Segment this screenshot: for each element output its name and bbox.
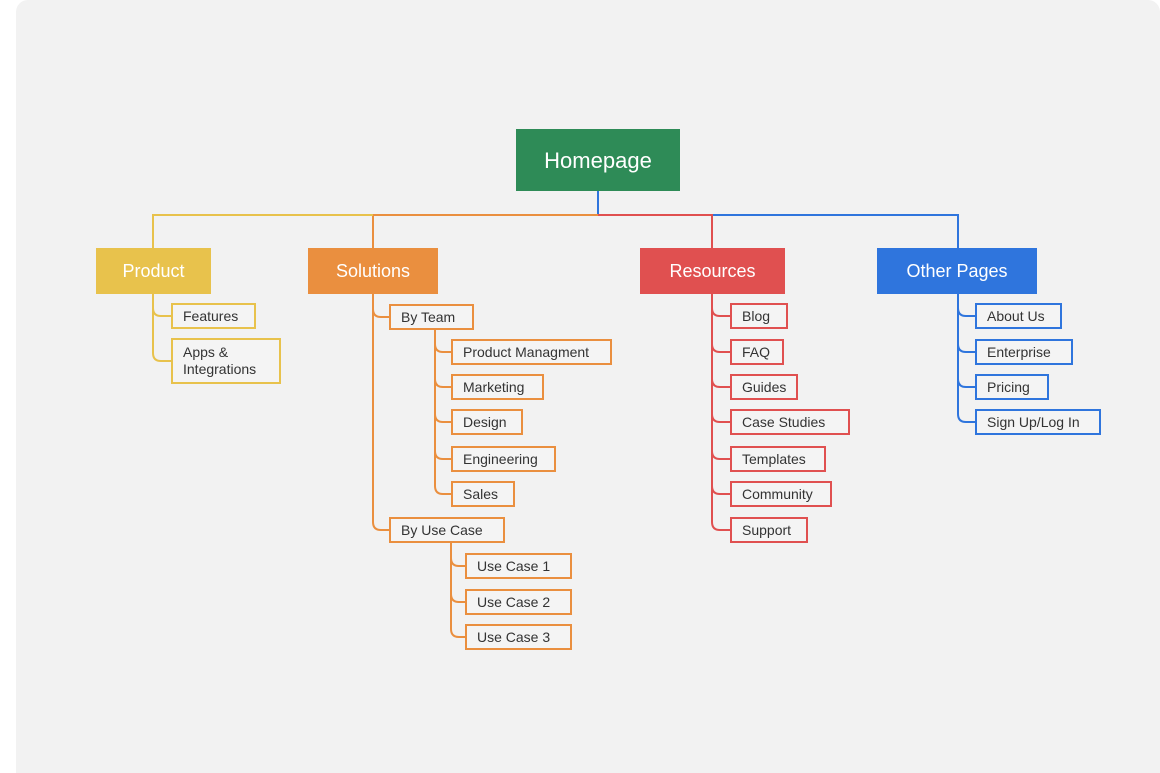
connector-solutions-item: [434, 330, 451, 353]
solutions-group-by-use-case: By Use Case: [389, 517, 505, 543]
resources-item-templates: Templates: [730, 446, 826, 472]
connector-resources-item: [711, 294, 730, 353]
resources-item-community: Community: [730, 481, 832, 507]
connector-solutions-item: [434, 330, 451, 495]
root-node-homepage: Homepage: [516, 129, 680, 191]
connector-solutions-item: [450, 543, 465, 638]
connector-resources-item: [711, 294, 730, 495]
category-resources: Resources: [640, 248, 785, 294]
connector-resources-item: [711, 294, 730, 317]
other-pages-item-about-us: About Us: [975, 303, 1062, 329]
category-other-pages: Other Pages: [877, 248, 1037, 294]
solutions-group-by-team: By Team: [389, 304, 474, 330]
product-item-apps-integrations: Apps & Integrations: [171, 338, 281, 384]
solutions-item-sales: Sales: [451, 481, 515, 507]
connector-root-solutions: [372, 214, 598, 248]
solutions-item-design: Design: [451, 409, 523, 435]
other-pages-item-pricing: Pricing: [975, 374, 1049, 400]
category-solutions: Solutions: [308, 248, 438, 294]
solutions-item-use-case-1: Use Case 1: [465, 553, 572, 579]
resources-item-blog: Blog: [730, 303, 788, 329]
connector-solutions-item: [434, 330, 451, 388]
connector-other-pages-item: [957, 294, 975, 317]
connector-solutions-item: [450, 543, 465, 603]
connector-root-other-pages: [597, 191, 959, 248]
connector-other-pages-item: [957, 294, 975, 388]
connector-product-item: [152, 294, 171, 362]
resources-item-faq: FAQ: [730, 339, 784, 365]
solutions-item-product-managment: Product Managment: [451, 339, 612, 365]
connector-solutions-item: [434, 330, 451, 423]
resources-item-case-studies: Case Studies: [730, 409, 850, 435]
other-pages-item-enterprise: Enterprise: [975, 339, 1073, 365]
connector-solutions-group: [372, 294, 389, 531]
connector-other-pages-item: [957, 294, 975, 353]
solutions-item-use-case-3: Use Case 3: [465, 624, 572, 650]
connector-resources-item: [711, 294, 730, 460]
connector-root-product: [152, 214, 373, 248]
solutions-item-use-case-2: Use Case 2: [465, 589, 572, 615]
connector-resources-item: [711, 294, 730, 388]
product-item-features: Features: [171, 303, 256, 329]
solutions-item-engineering: Engineering: [451, 446, 556, 472]
connector-solutions-item: [450, 543, 465, 567]
connector-other-pages-item: [957, 294, 975, 423]
connector-solutions-group: [372, 294, 389, 318]
solutions-item-marketing: Marketing: [451, 374, 544, 400]
connector-lines: [152, 191, 975, 638]
resources-item-guides: Guides: [730, 374, 798, 400]
category-product: Product: [96, 248, 211, 294]
connector-root-resources: [598, 214, 713, 248]
connector-resources-item: [711, 294, 730, 531]
other-pages-item-sign-up-log-in: Sign Up/Log In: [975, 409, 1101, 435]
connector-product-item: [152, 294, 171, 317]
resources-item-support: Support: [730, 517, 808, 543]
